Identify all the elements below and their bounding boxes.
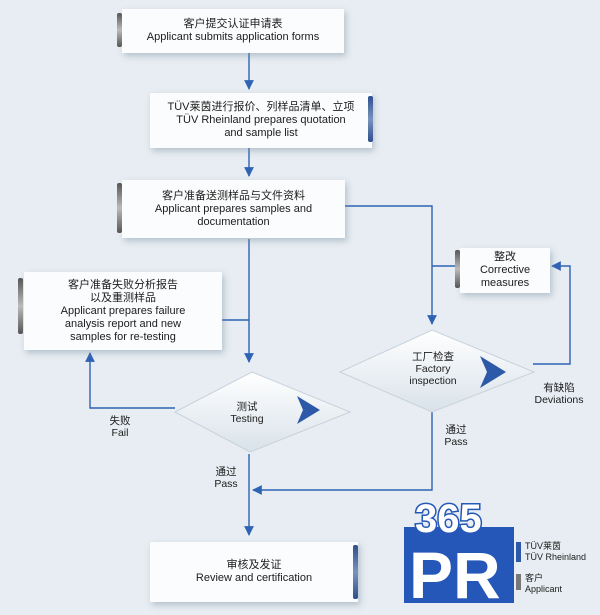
step-quotation-marker bbox=[368, 96, 373, 142]
legend-applicant-en: Applicant bbox=[525, 584, 563, 594]
edge-pass-factory-zh: 通过 bbox=[445, 424, 467, 436]
step-failure-en3: samples for re-testing bbox=[70, 330, 176, 343]
edge-pass-testing-en: Pass bbox=[214, 478, 238, 490]
factory-label-zh: 工厂检查 bbox=[412, 351, 454, 363]
step-prepare-en2: documentation bbox=[197, 215, 270, 228]
step-quotation-en2: and sample list bbox=[224, 127, 298, 139]
step-corrective-en1: Corrective bbox=[479, 264, 531, 276]
factory-chevron-icon bbox=[480, 356, 506, 388]
logo-365pr: 365 PR bbox=[404, 496, 514, 612]
edge-deviations-zh: 有缺陷 bbox=[543, 382, 575, 394]
legend-tuv-zh: TÜV莱茵 bbox=[525, 541, 562, 551]
edge-fail-label: 失败 Fail bbox=[100, 415, 140, 439]
legend-applicant-bar bbox=[516, 574, 521, 590]
step-review-marker bbox=[353, 545, 358, 599]
testing-diamond bbox=[173, 371, 352, 453]
arrow-factory-pass-to-review bbox=[252, 410, 433, 495]
legend-applicant-zh: 客户 bbox=[525, 573, 544, 583]
edge-deviations-label: 有缺陷 Deviations bbox=[524, 382, 594, 406]
step-review-en: Review and certification bbox=[195, 572, 313, 584]
edge-pass-testing-zh: 通过 bbox=[215, 466, 237, 478]
step-submit-en: Applicant submits application forms bbox=[146, 31, 320, 43]
legend-tuv-en: TÜV Rheinland bbox=[525, 552, 587, 562]
step-prepare-box: 客户准备送测样品与文件资料 Applicant prepares samples… bbox=[122, 180, 345, 238]
testing-chevron-icon bbox=[297, 396, 320, 424]
testing-label-en: Testing bbox=[230, 413, 264, 425]
factory-label-en1: Factory bbox=[415, 363, 451, 375]
edge-deviations-en: Deviations bbox=[534, 394, 584, 406]
step-corrective-marker bbox=[455, 250, 460, 288]
step-submit-box: 客户提交认证申请表 Applicant submits application … bbox=[122, 9, 344, 53]
step-corrective-en2: measures bbox=[480, 277, 530, 289]
testing-label-zh: 测试 bbox=[236, 401, 258, 413]
arrow-deviations-to-corrective bbox=[533, 261, 571, 365]
factory-label-en2: inspection bbox=[409, 375, 457, 387]
step-prepare-en1: Applicant prepares samples and bbox=[154, 202, 313, 215]
step-submit-marker bbox=[117, 13, 122, 47]
step-quotation-en1: TÜV Rheinland prepares quotation bbox=[176, 114, 346, 126]
step-prepare-zh: 客户准备送测样品与文件资料 bbox=[162, 189, 305, 202]
edge-pass-testing-label: 通过 Pass bbox=[206, 466, 246, 490]
step-review-zh: 审核及发证 bbox=[226, 559, 282, 571]
edge-fail-zh: 失败 bbox=[109, 415, 131, 427]
step-submit-zh: 客户提交认证申请表 bbox=[183, 18, 283, 30]
legend-tuv: TÜV莱茵 TÜV Rheinland bbox=[525, 541, 586, 563]
step-failure-zh2: 以及重测样品 bbox=[90, 291, 156, 304]
step-failure-zh1: 客户准备失败分析报告 bbox=[68, 278, 178, 291]
step-failure-en1: Applicant prepares failure bbox=[60, 304, 186, 317]
factory-label: 工厂检查 Factory inspection bbox=[400, 351, 466, 387]
step-corrective-zh: 整改 bbox=[494, 251, 516, 263]
legend-tuv-bar bbox=[516, 542, 521, 562]
step-failure-marker bbox=[18, 278, 23, 334]
step-quotation-box: TÜV莱茵进行报价、列样品清单、立项 TÜV Rheinland prepare… bbox=[150, 93, 372, 148]
arrow-fail-to-failure-report bbox=[85, 352, 175, 409]
step-corrective-box: 整改 Corrective measures bbox=[460, 248, 550, 293]
edge-pass-factory-label: 通过 Pass bbox=[436, 424, 476, 448]
step-quotation-zh: TÜV莱茵进行报价、列样品清单、立项 bbox=[167, 101, 355, 113]
svg-text:365: 365 bbox=[415, 497, 482, 541]
svg-text:PR: PR bbox=[409, 538, 501, 612]
testing-label: 测试 Testing bbox=[222, 401, 272, 425]
arrow-prepare-to-factory bbox=[345, 205, 437, 325]
legend-applicant: 客户 Applicant bbox=[525, 573, 562, 595]
edge-fail-en: Fail bbox=[111, 427, 129, 439]
edge-pass-factory-en: Pass bbox=[444, 436, 468, 448]
step-review-box: 审核及发证 Review and certification bbox=[150, 542, 358, 602]
step-failure-en2: analysis report and new bbox=[64, 317, 182, 330]
step-prepare-marker bbox=[117, 183, 122, 233]
factory-diamond bbox=[338, 329, 536, 413]
step-failure-box: 客户准备失败分析报告 以及重测样品 Applicant prepares fai… bbox=[24, 272, 222, 350]
